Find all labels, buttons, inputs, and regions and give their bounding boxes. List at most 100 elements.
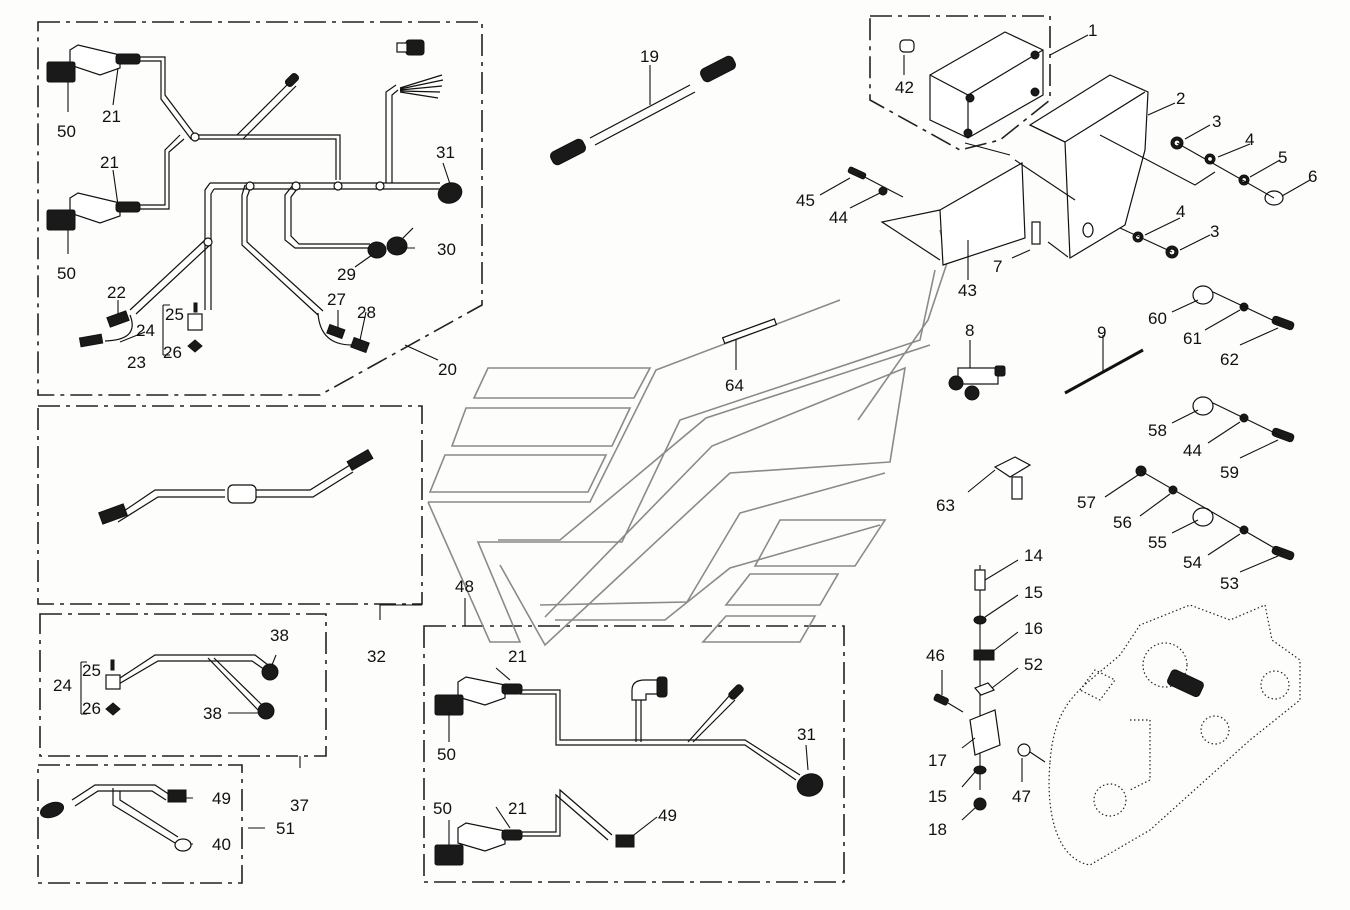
washer-15-bottom [973, 765, 987, 775]
part-50-d [434, 844, 464, 866]
callout-48: 48 [455, 577, 474, 596]
callout-52: 52 [1024, 655, 1043, 674]
group-box-48 [423, 625, 845, 883]
connector-21-c [457, 676, 523, 706]
connector-31-b [796, 773, 824, 797]
callout-45: 45 [796, 191, 815, 210]
part-25-b [110, 659, 115, 671]
callout-1: 1 [1088, 21, 1097, 40]
callout-15: 15 [1024, 583, 1043, 602]
connector-21-d [457, 822, 523, 852]
callout-55: 55 [1148, 533, 1167, 552]
plug-icon-51 [39, 801, 65, 819]
callout-17: 17 [928, 751, 947, 770]
callout-47: 47 [1012, 787, 1031, 806]
callout-50: 50 [437, 745, 456, 764]
screw-62 [1271, 315, 1295, 331]
clip-60 [1192, 285, 1214, 305]
callout-50: 50 [57, 122, 76, 141]
callout-16: 16 [1024, 619, 1043, 638]
callout-53: 53 [1220, 574, 1239, 593]
part-25 [193, 302, 198, 313]
callout-61: 61 [1183, 329, 1202, 348]
callout-9: 9 [1097, 323, 1106, 342]
bracket-2 [1028, 74, 1149, 260]
callout-18: 18 [928, 820, 947, 839]
gearbox-outline [1048, 604, 1301, 866]
nut-18 [973, 797, 987, 811]
washer-15-top [973, 615, 987, 625]
part-40 [174, 838, 192, 852]
callout-31: 31 [436, 143, 455, 162]
callout-44: 44 [829, 208, 848, 227]
group-box-32 [37, 405, 423, 605]
callout-51: 51 [276, 819, 295, 838]
callout-31: 31 [797, 725, 816, 744]
control-box-1 [899, 31, 1044, 139]
clip-58 [1192, 396, 1214, 416]
part-64 [721, 318, 778, 345]
clip-55 [1192, 507, 1214, 527]
callout-15: 15 [928, 787, 947, 806]
connector-31-top [437, 182, 463, 204]
callout-38: 38 [270, 626, 289, 645]
callout-26: 26 [82, 699, 101, 718]
callout-59: 59 [1220, 463, 1239, 482]
connector-21-bottom [69, 192, 141, 224]
callout-3: 3 [1210, 222, 1219, 241]
callout-20: 20 [438, 360, 457, 379]
callout-22: 22 [107, 283, 126, 302]
callout-5: 5 [1278, 148, 1287, 167]
callout-25: 25 [165, 305, 184, 324]
callout-24: 24 [136, 321, 155, 340]
hardware [847, 136, 1295, 811]
callout-25: 25 [82, 661, 101, 680]
part-27 [326, 323, 346, 340]
callout-62: 62 [1220, 350, 1239, 369]
sensor-adapter-harness [39, 784, 192, 852]
callout-49: 49 [658, 806, 677, 825]
part-50-bottom [46, 209, 76, 231]
callout-8: 8 [965, 321, 974, 340]
callout-26: 26 [163, 343, 182, 362]
callout-4: 4 [1176, 202, 1185, 221]
callout-27: 27 [327, 290, 346, 309]
callout-38: 38 [203, 704, 222, 723]
callout-24: 24 [53, 676, 72, 695]
washer-47 [1017, 743, 1031, 757]
screw-59 [1271, 427, 1295, 443]
secondary-harness [434, 676, 824, 866]
part-22 [106, 310, 130, 328]
extension-harness [98, 448, 374, 525]
part-30 [386, 236, 408, 256]
bracket-17 [969, 709, 1001, 756]
callout-56: 56 [1113, 513, 1132, 532]
rod-9 [1064, 348, 1144, 395]
plug-38-bottom [257, 702, 275, 720]
group-box-20 [37, 21, 483, 396]
callout-57: 57 [1077, 493, 1096, 512]
part-49-a [167, 789, 187, 803]
callout-7: 7 [993, 257, 1002, 276]
callout-50: 50 [433, 799, 452, 818]
main-harness [46, 39, 463, 356]
part-26-b [105, 702, 121, 716]
callout-58: 58 [1148, 421, 1167, 440]
callout-44: 44 [1183, 441, 1202, 460]
callout-28: 28 [357, 303, 376, 322]
connector-21-top [69, 44, 141, 76]
cable-19 [550, 55, 736, 166]
callout-54: 54 [1183, 553, 1202, 572]
callout-4: 4 [1245, 130, 1254, 149]
callout-6: 6 [1308, 167, 1317, 186]
callout-42: 42 [895, 78, 914, 97]
callout-23: 23 [127, 353, 146, 372]
callout-2: 2 [1176, 89, 1185, 108]
callout-32: 32 [367, 647, 386, 666]
part-8 [957, 367, 999, 385]
callout-40: 40 [212, 835, 231, 854]
part-50-top [46, 61, 76, 83]
bracket-63 [993, 456, 1032, 478]
callout-50: 50 [57, 264, 76, 283]
